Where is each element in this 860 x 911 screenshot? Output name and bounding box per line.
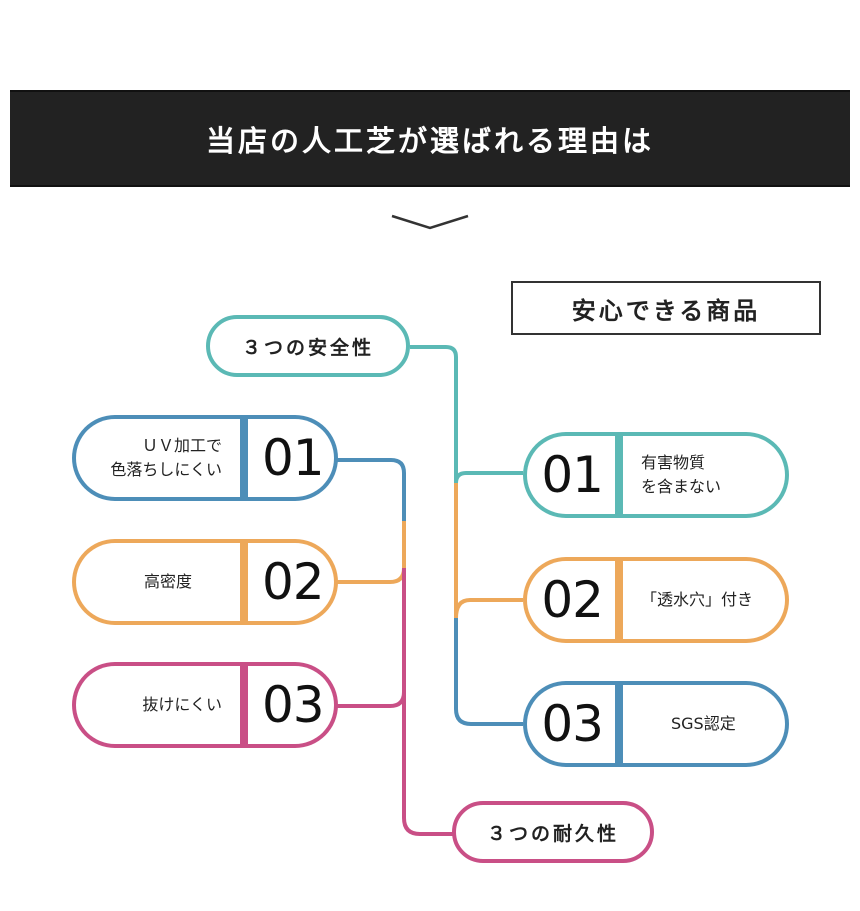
safety-item-03-number: 03 [541,695,604,753]
durability-category-label: ３つの耐久性 [486,822,619,845]
safety-item-01-text: 有害物質 を含まない [641,453,722,496]
durability-connector-trunk [402,692,454,836]
safety-category-label: ３つの安全性 [241,336,374,359]
durability-item-01: ＵＶ加工で 色落ちしにくい 01 [72,415,338,501]
durability-item-01-text: ＵＶ加工で 色落ちしにくい [110,436,222,479]
durability-item-01-number: 01 [262,429,325,487]
banner-title: 当店の人工芝が選ばれる理由は [205,123,654,158]
section-heading-text: 安心できる商品 [571,296,761,325]
durability-item-03: 抜けにくい 03 [72,662,338,748]
safety-connector-01 [410,345,523,484]
safety-item-02-text: 「透水穴」付き [641,590,754,609]
durability-connector-03 [336,568,406,708]
safety-item-01-number: 01 [541,446,604,504]
safety-item-03: 03 SGS認定 [523,681,789,767]
chevron-down-icon [391,214,469,230]
safety-connector-02 [454,483,523,619]
safety-connector-03 [454,618,523,726]
safety-item-02: 02 「透水穴」付き [523,557,789,643]
durability-item-02-number: 02 [262,553,325,611]
durability-item-03-text: 抜けにくい [142,695,222,714]
safety-item-02-number: 02 [541,571,604,629]
title-banner: 当店の人工芝が選ばれる理由は [10,90,850,187]
durability-category: ３つの耐久性 [452,801,654,863]
safety-category: ３つの安全性 [206,315,410,377]
durability-connector-02 [336,521,406,584]
durability-item-02-text: 高密度 [143,572,192,591]
durability-item-02: 高密度 02 [72,539,338,625]
safety-item-01: 01 有害物質 を含まない [523,432,789,518]
safety-item-03-text: SGS認定 [671,714,736,733]
section-heading: 安心できる商品 [511,281,821,335]
durability-connector-01 [336,458,406,521]
durability-item-03-number: 03 [262,676,325,734]
